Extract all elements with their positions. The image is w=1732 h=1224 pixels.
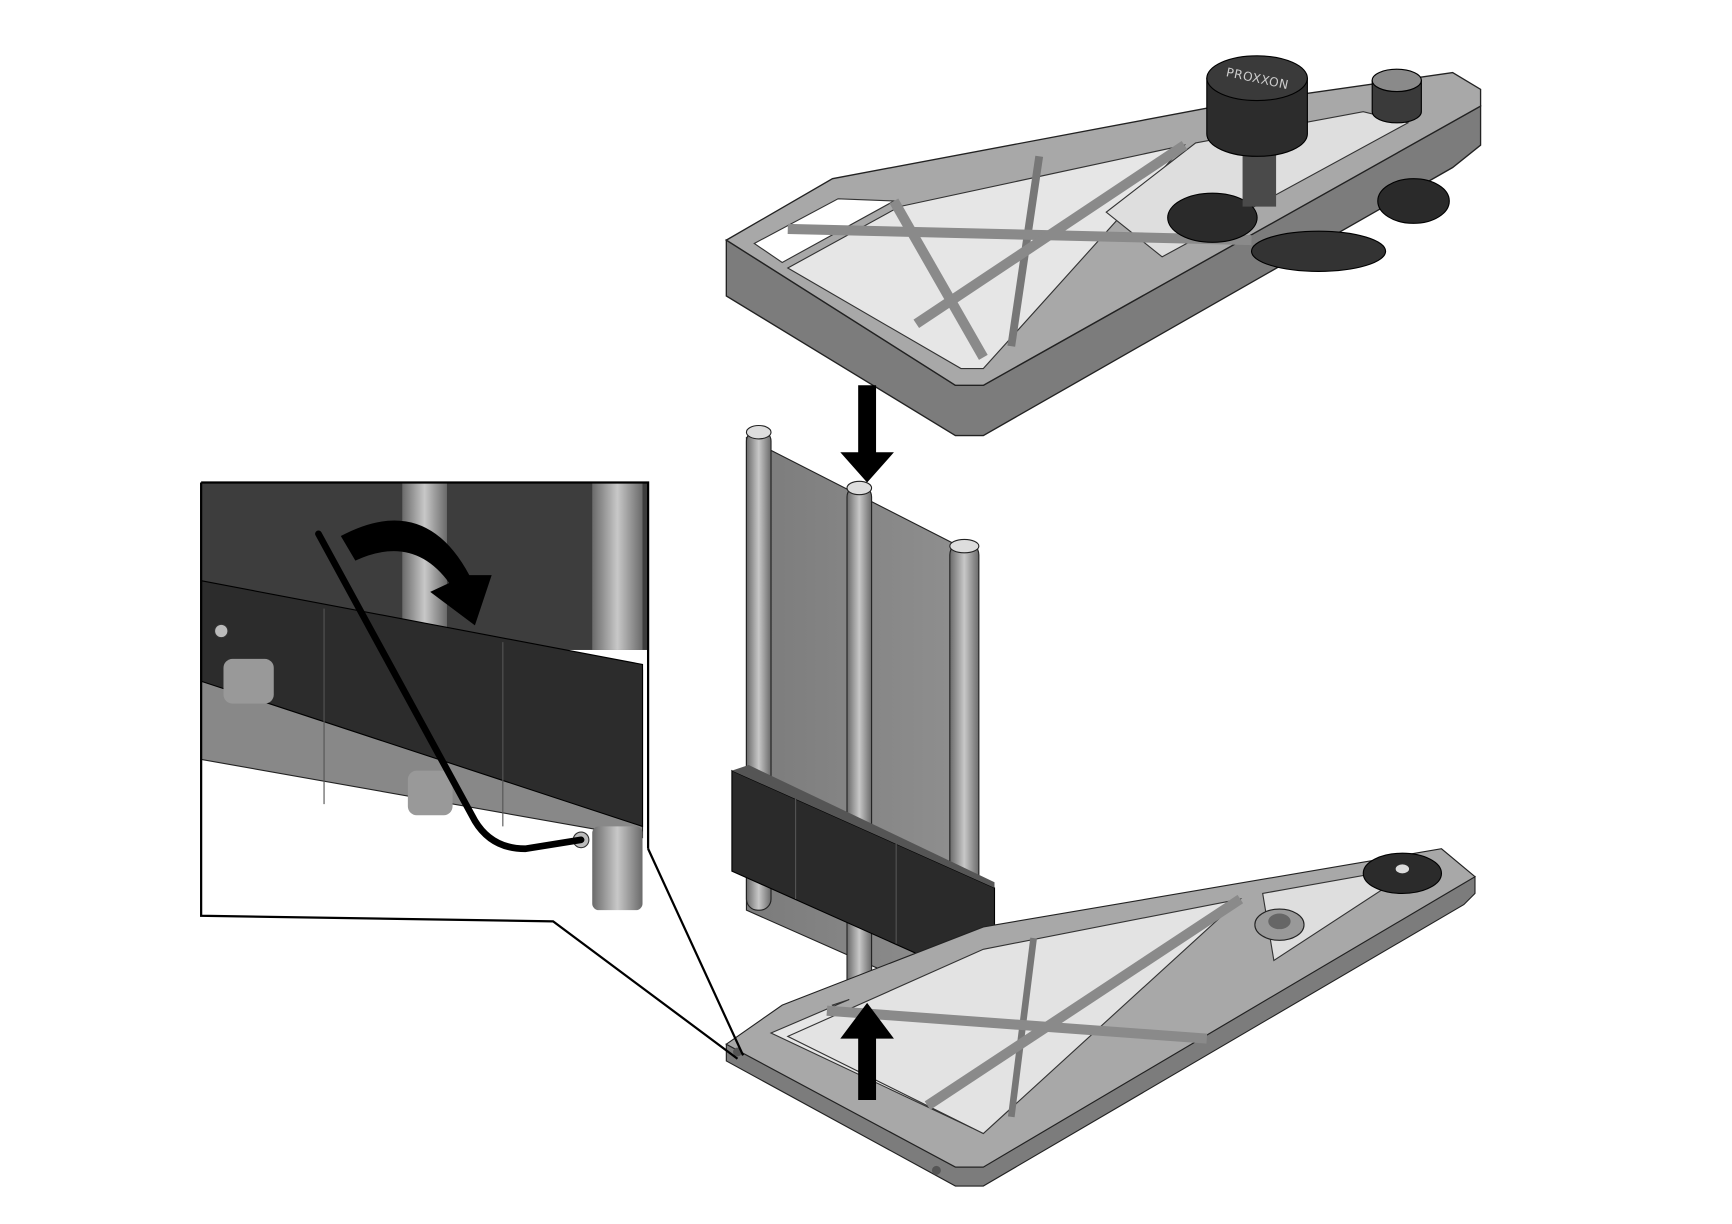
rail-clamp <box>731 765 996 990</box>
arrow-down-icon <box>840 385 894 483</box>
rotate-arrow-icon <box>340 520 492 626</box>
detail-inset <box>200 481 745 1060</box>
bottom-bracket <box>725 848 1476 1187</box>
lock-cap <box>1371 68 1422 124</box>
hex-key-icon <box>315 530 585 853</box>
top-bracket <box>725 71 1482 437</box>
adjustment-knob: PROXXON <box>1206 55 1308 207</box>
gear-assembly <box>1167 178 1450 272</box>
arrow-up-icon <box>840 1002 894 1101</box>
